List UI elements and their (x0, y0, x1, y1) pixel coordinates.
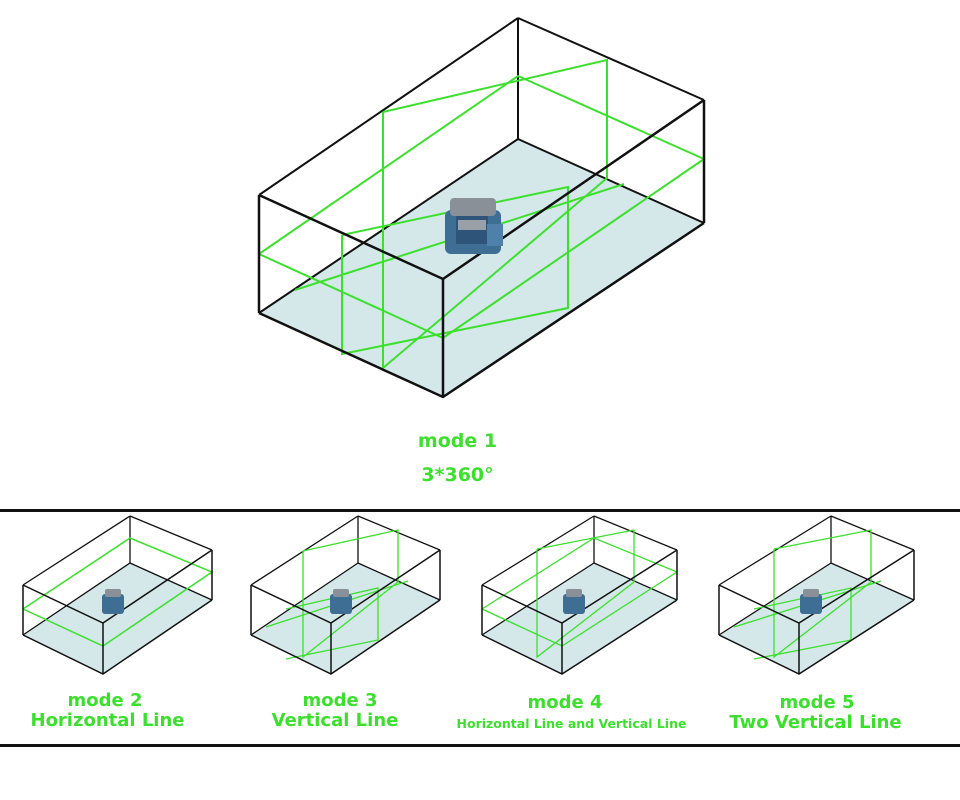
mode-4-label: mode 4 (527, 692, 603, 713)
mode-4-description: Horizontal Line and Vertical Line (456, 716, 687, 731)
mode-5-description: Two Vertical Line (729, 712, 902, 733)
mode-5-label: mode 5 (779, 692, 855, 713)
mode-2-room-diagram (22, 515, 214, 675)
mode-1-label: mode 1 (417, 430, 498, 452)
mode-3-room-diagram (250, 515, 441, 675)
room-floor (259, 139, 704, 397)
mode-5-room-diagram (718, 515, 915, 675)
laser-level-device (102, 589, 124, 614)
mode-2-label: mode 2 (67, 690, 143, 711)
laser-level-device (330, 589, 352, 614)
mode-4-room-diagram (481, 515, 679, 675)
top-divider (0, 509, 960, 512)
laser-level-device (563, 589, 585, 614)
mode-2-description: Horizontal Line (30, 710, 185, 731)
laser-level-device (800, 589, 822, 614)
mode-1-room-diagram (257, 17, 707, 399)
laser-level-device (445, 198, 503, 254)
bottom-divider (0, 744, 960, 747)
mode-3-description: Vertical Line (271, 710, 399, 731)
mode-3-label: mode 3 (302, 690, 378, 711)
mode-1-description: 3*360° (421, 464, 494, 486)
